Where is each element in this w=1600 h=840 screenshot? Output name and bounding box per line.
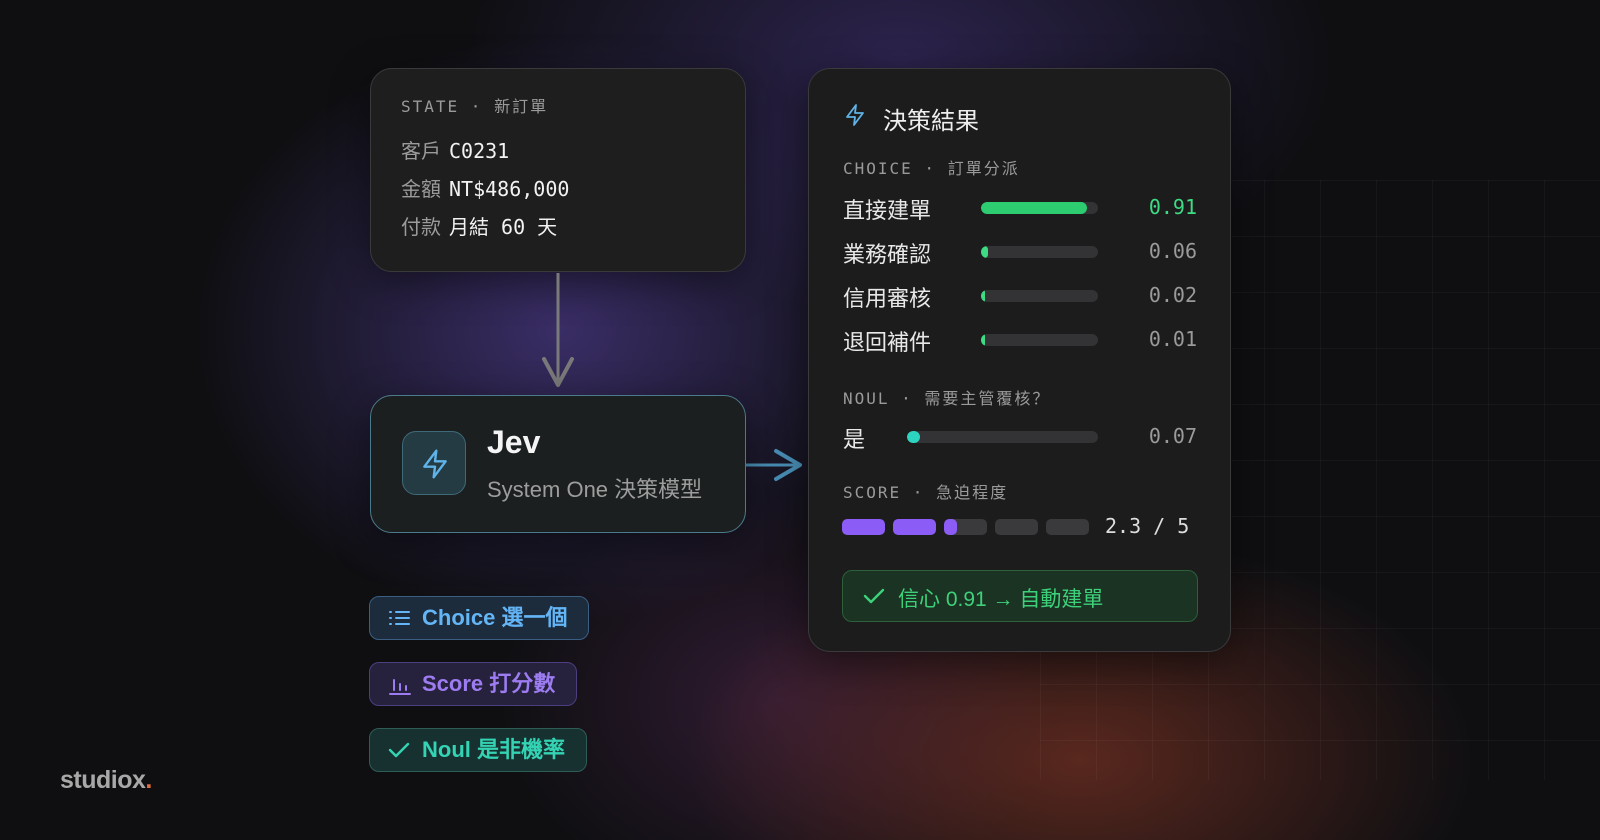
tag-choice[interactable]: Choice 選一個	[369, 596, 589, 640]
right-arrow-connector	[746, 449, 802, 481]
lightning-icon	[423, 449, 447, 479]
brand-dot: .	[145, 766, 152, 794]
confidence-banner: 信心 0.91 → 自動建單	[842, 570, 1198, 622]
model-name: Jev	[487, 424, 541, 460]
state-value: C0231	[449, 139, 510, 163]
choice-bar-fill	[981, 290, 985, 302]
choice-bar-track	[981, 334, 1098, 346]
choice-bar-fill	[981, 246, 989, 258]
choice-bar-track	[981, 246, 1098, 258]
choice-option-label: 信用審核	[843, 287, 932, 312]
state-key: 金額	[401, 177, 441, 201]
score-segment	[1046, 519, 1089, 535]
choice-bar-fill	[981, 202, 1088, 214]
choice-option-label: 退回補件	[843, 331, 932, 356]
bar-chart-icon	[389, 679, 411, 695]
down-arrow-connector	[542, 273, 574, 387]
score-segment	[995, 519, 1038, 535]
state-value: 月結 60 天	[449, 215, 558, 239]
result-title: 決策結果	[883, 107, 979, 135]
list-icon	[389, 611, 410, 625]
choice-option-value: 0.06	[1148, 239, 1197, 263]
state-caption: STATE · 新訂單	[401, 97, 549, 116]
noul-bar-fill	[907, 431, 921, 443]
tag-choice-label: Choice 選一個	[422, 605, 568, 630]
noul-label: 是	[843, 428, 866, 453]
result-card: 決策結果 CHOICE · 訂單分派 直接建單 0.91 業務確認 0.06 信…	[808, 68, 1231, 652]
score-segment-fill	[893, 519, 936, 535]
confidence-text: 信心 0.91 → 自動建單	[898, 588, 1104, 611]
score-segment-fill	[842, 519, 885, 535]
choice-option-value: 0.02	[1148, 283, 1197, 307]
state-key: 客戶	[401, 139, 441, 163]
check-icon	[388, 742, 410, 758]
model-card: Jev System One 決策模型	[370, 395, 746, 533]
choice-option-value: 0.91	[1148, 195, 1197, 219]
tag-score[interactable]: Score 打分數	[369, 662, 577, 706]
choice-option-value: 0.01	[1148, 327, 1197, 351]
state-row-payment: 付款月結 60 天	[401, 211, 557, 240]
tag-score-label: Score 打分數	[422, 671, 556, 696]
choice-option-label: 業務確認	[843, 243, 932, 268]
tag-noul[interactable]: Noul 是非機率	[369, 728, 587, 772]
state-key: 付款	[401, 215, 441, 239]
score-value: 2.3 / 5	[1105, 514, 1190, 538]
choice-bar-track	[981, 290, 1098, 302]
noul-bar-track	[907, 431, 1098, 443]
tag-noul-label: Noul 是非機率	[422, 737, 565, 762]
score-segment-fill	[944, 519, 957, 535]
choice-option-label: 直接建單	[843, 199, 932, 224]
noul-value: 0.07	[1148, 424, 1197, 448]
score-caption: SCORE · 急迫程度	[843, 483, 1009, 502]
choice-bar-fill	[981, 334, 985, 346]
score-segment	[842, 519, 885, 535]
state-row-customer: 客戶 C0231	[401, 135, 509, 164]
brand-logo: studiox.	[60, 766, 152, 795]
model-subtitle: System One 決策模型	[487, 477, 703, 502]
noul-caption: NOUL · 需要主管覆核？	[843, 389, 1051, 408]
state-value: NT$486,000	[449, 177, 570, 201]
state-card: STATE · 新訂單 客戶 C0231 金額 NT$486,000 付款月結 60…	[370, 68, 746, 272]
lightning-icon	[846, 104, 864, 126]
model-icon-box	[402, 431, 466, 495]
brand-name: studiox	[60, 766, 146, 794]
score-segment	[893, 519, 936, 535]
choice-bar-track	[981, 202, 1098, 214]
check-icon	[863, 588, 885, 604]
score-segment	[944, 519, 987, 535]
state-row-amount: 金額 NT$486,000	[401, 173, 569, 202]
choice-caption: CHOICE · 訂單分派	[843, 159, 1020, 178]
